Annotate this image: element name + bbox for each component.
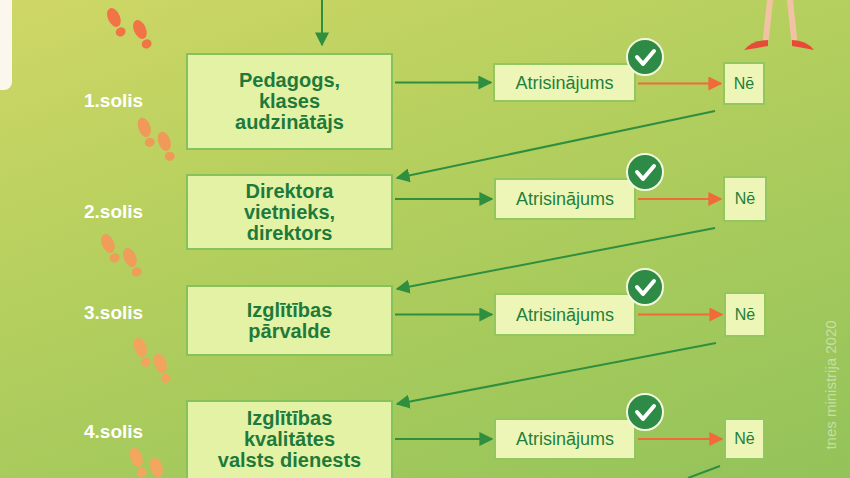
legs-figure <box>744 0 814 50</box>
footprint <box>98 232 122 265</box>
footprint <box>130 18 154 51</box>
exit-line <box>688 466 720 478</box>
entry-arrow <box>321 0 323 45</box>
no-arrow <box>638 438 722 440</box>
footprint-heel <box>164 150 176 162</box>
check-circle <box>627 269 663 305</box>
footprint-heel <box>136 466 148 478</box>
check-tick <box>637 281 654 294</box>
step-label: 1.solis <box>84 90 143 112</box>
flow-arrow <box>395 82 491 84</box>
footprint-sole <box>155 130 173 153</box>
footprint-sole <box>131 336 149 359</box>
box-text: Pedagogs, klases audzinātājs <box>228 70 351 133</box>
solution-box: Atrisinājums <box>493 63 636 102</box>
no-arrow <box>638 83 721 85</box>
flow-arrow <box>395 198 492 200</box>
no-box: Nē <box>724 418 765 460</box>
flow-arrow <box>397 228 715 289</box>
no-arrow <box>638 198 721 200</box>
flow-arrow <box>395 438 492 440</box>
footprint <box>135 116 157 149</box>
box-text: Direktora vietnieks, direktors <box>228 181 351 244</box>
solution-box: Atrisinājums <box>494 178 636 220</box>
footprint-heel <box>114 26 127 38</box>
step-label: 4.solis <box>84 421 143 443</box>
process-box: Izglītības pārvalde <box>186 285 393 356</box>
check-mark <box>627 154 663 190</box>
no-box: Nē <box>723 62 765 105</box>
box-text: Atrisinājums <box>515 72 613 94</box>
watermark: tnes ministrija 2020 <box>822 320 840 449</box>
footprint-sole <box>135 116 153 139</box>
footprint-sole <box>130 18 149 41</box>
box-text: Izglītības pārvalde <box>228 300 351 342</box>
step-label: 3.solis <box>84 302 143 324</box>
footprint-sole <box>147 456 165 478</box>
footprint-sole <box>151 352 169 375</box>
shoe <box>744 40 768 50</box>
footprint <box>147 456 169 478</box>
leg <box>766 0 770 38</box>
check-circle <box>627 154 663 190</box>
footprint-heel <box>108 252 121 264</box>
check-circle <box>627 394 663 430</box>
footprint <box>155 130 177 163</box>
footprint-heel <box>140 356 152 368</box>
check-mark <box>627 269 663 305</box>
footprint-heel <box>130 266 143 278</box>
footprints <box>98 6 177 478</box>
box-text: Nē <box>735 305 755 325</box>
footprint-sole <box>98 232 117 255</box>
panel-edge <box>0 0 12 90</box>
footprint-heel <box>144 136 156 148</box>
footprint-sole <box>104 6 123 29</box>
box-text: Izglītības kvalitātes valsts dienests <box>214 408 365 471</box>
step-label: 2.solis <box>84 201 143 223</box>
check-mark <box>627 394 663 430</box>
check-tick <box>637 166 654 179</box>
box-text: Nē <box>734 429 754 449</box>
check-tick <box>637 51 654 64</box>
footprint-heel <box>156 476 168 478</box>
no-box: Nē <box>724 292 766 337</box>
flow-arrow <box>397 343 716 404</box>
no-arrow <box>638 314 722 316</box>
check-tick <box>637 406 654 419</box>
box-text: Atrisinājums <box>516 304 614 326</box>
leg <box>790 0 794 38</box>
footprint-sole <box>120 246 139 269</box>
footprint-heel <box>140 38 153 50</box>
flow-arrow <box>397 111 715 178</box>
box-text: Nē <box>734 74 754 94</box>
box-text: Atrisinājums <box>516 428 614 450</box>
footprint-sole <box>127 446 145 469</box>
process-box: Direktora vietnieks, direktors <box>186 174 393 250</box>
check-circle <box>627 39 663 75</box>
solution-box: Atrisinājums <box>494 293 636 336</box>
footprint <box>120 246 144 279</box>
footprint <box>151 352 173 385</box>
check-mark <box>627 39 663 75</box>
shoe <box>792 40 814 50</box>
footprint-heel <box>160 372 172 384</box>
flow-arrow <box>395 314 492 316</box>
footprint <box>104 6 128 39</box>
solution-box: Atrisinājums <box>494 418 636 460</box>
no-box: Nē <box>723 176 767 222</box>
footprint <box>131 336 153 369</box>
process-box: Izglītības kvalitātes valsts dienests <box>186 400 393 478</box>
box-text: Atrisinājums <box>516 188 614 210</box>
box-text: Nē <box>735 189 755 209</box>
footprint <box>127 446 149 478</box>
process-box: Pedagogs, klases audzinātājs <box>186 53 393 150</box>
